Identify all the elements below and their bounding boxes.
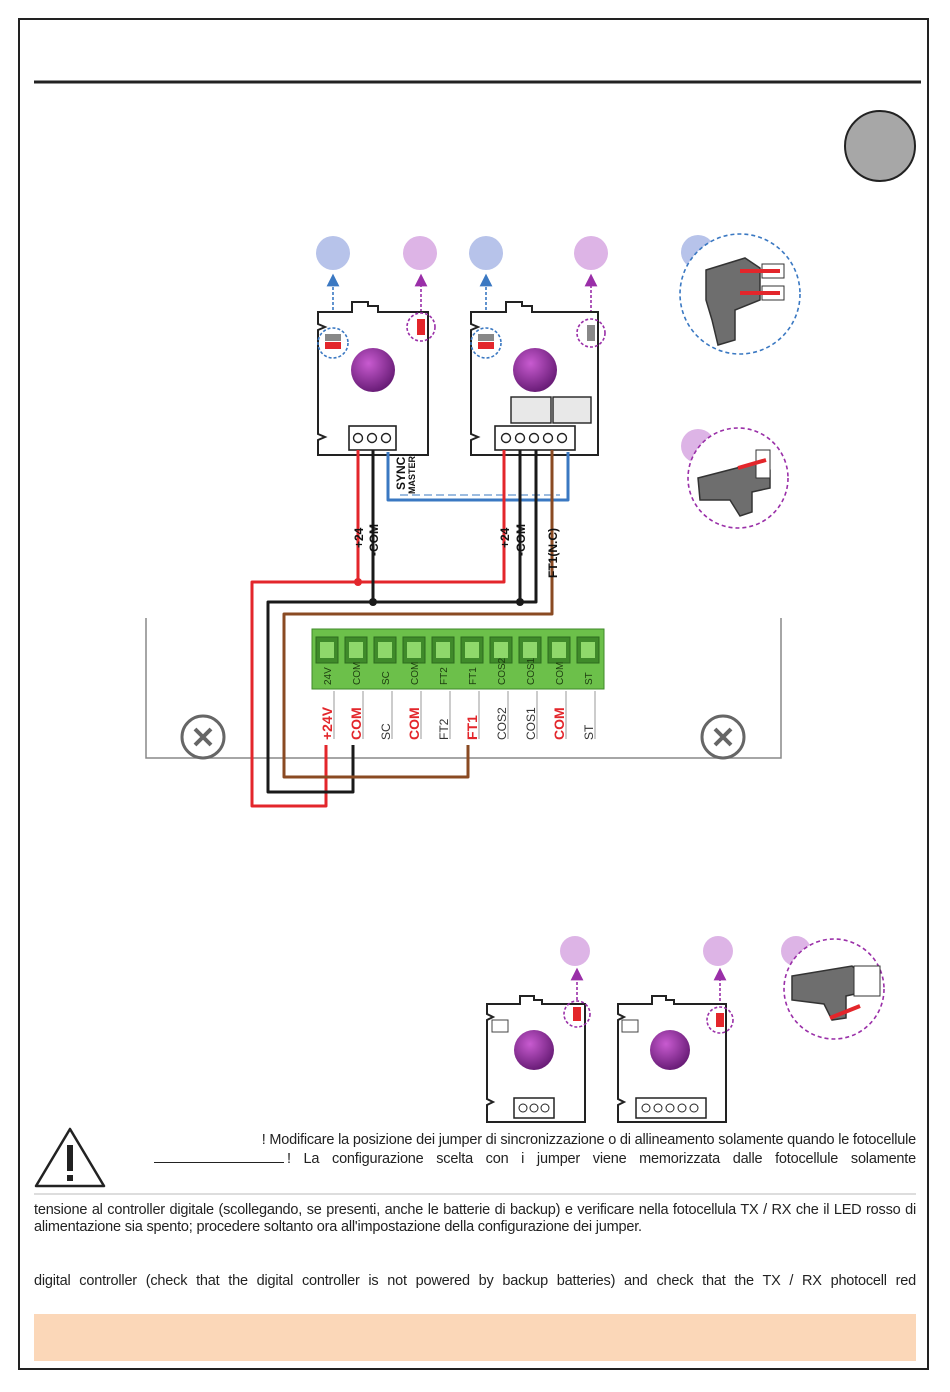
terminal-wire-label: SC: [379, 723, 393, 740]
terminal-label: COM: [352, 662, 363, 685]
jumper-zoom-sync: [679, 233, 801, 355]
terminal-label: COS2: [497, 657, 508, 685]
label-tx-pos: +24: [352, 527, 366, 548]
blank-underline: [154, 1150, 284, 1163]
terminal-screw-slot: [407, 642, 421, 658]
jumper-zoom-align: [687, 427, 789, 529]
terminal-label: COM: [555, 662, 566, 685]
terminal-label: SC: [381, 671, 392, 685]
terminal-wire-label: COS1: [524, 707, 538, 740]
terminal-label: COM: [410, 662, 421, 685]
terminal-screw-slot: [465, 642, 479, 658]
terminal-screw-slot: [494, 642, 508, 658]
indicator-bubbles-bottom: [560, 936, 811, 966]
label-rx-ft: FT1(N.C): [546, 528, 560, 578]
page-frame: [18, 18, 929, 1370]
wiring: [250, 450, 570, 808]
terminal-wire-label: FT1: [464, 715, 480, 740]
terminal-screw-slot: [349, 642, 363, 658]
warning-line-1: ! Modificare la posizione dei jumper di …: [261, 1132, 916, 1148]
photocell-rx: [470, 301, 606, 456]
terminal-wire-label: FT2: [437, 718, 451, 740]
footer-band: [34, 1314, 916, 1361]
terminal-label: FT2: [439, 667, 450, 685]
jumper-zoom-bottom: [783, 938, 885, 1040]
instruction-en: digital controller (check that the digit…: [34, 1273, 916, 1289]
wire-black: [266, 450, 375, 794]
photocell-tx-bottom: [486, 995, 591, 1123]
warning-icon: [34, 1127, 106, 1188]
terminal-screw-slot: [436, 642, 450, 658]
label-rx-pos: +24: [498, 527, 512, 548]
terminal-wire-label: ST: [582, 724, 596, 740]
section-badge: [844, 110, 916, 182]
label-master: MASTER: [407, 456, 417, 495]
terminal-block: 24V+24VCOMCOMSCSCCOMCOMFT2FT2FT1FT1COS2C…: [311, 628, 605, 740]
terminal-wire-label: COS2: [495, 707, 509, 740]
controller-box: [145, 618, 782, 759]
terminal-wire-label: COM: [406, 707, 422, 740]
terminal-wire-label: COM: [348, 707, 364, 740]
terminal-label: ST: [584, 672, 595, 685]
terminal-wire-label: +24V: [319, 706, 335, 740]
terminal-label: 24V: [323, 667, 334, 685]
terminal-screw-slot: [523, 642, 537, 658]
wire-brown: [282, 450, 554, 779]
terminal-label: FT1: [468, 667, 479, 685]
photocell-tx: [317, 301, 436, 456]
terminal-screw-slot: [552, 642, 566, 658]
jumper-arrows-bottom: [570, 967, 727, 1006]
label-sync: SYNC: [394, 456, 408, 490]
photocell-rx-bottom: [617, 995, 734, 1123]
terminal-screw-slot: [581, 642, 595, 658]
wire-red: [250, 450, 360, 808]
label-tx-com: -COM: [367, 524, 381, 556]
sync-wire: [386, 452, 570, 502]
label-rx-com: -COM: [514, 524, 528, 556]
warning-line-2: ! La configurazione scelta con i jumper …: [154, 1150, 916, 1168]
warning-line-2-text: ! La configurazione scelta con i jumper …: [287, 1151, 916, 1167]
terminal-screw-slot: [378, 642, 392, 658]
terminal-screw-slot: [320, 642, 334, 658]
screw-right: [700, 714, 746, 760]
terminal-label: COS1: [526, 657, 537, 685]
screw-left: [180, 714, 226, 760]
terminal-wire-label: COM: [551, 707, 567, 740]
instruction-it: tensione al controller digitale (scolleg…: [34, 1202, 916, 1235]
